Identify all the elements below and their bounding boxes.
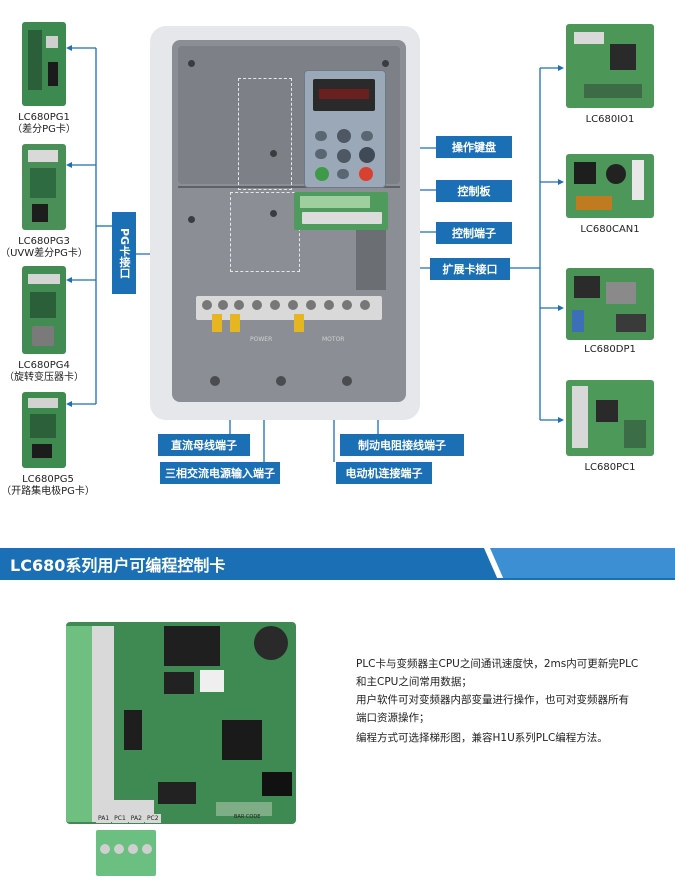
jumper-2 <box>230 314 240 332</box>
control-board-image <box>294 192 388 230</box>
expansion-port-tag: 扩展卡接口 <box>430 258 510 280</box>
pg4-card-image <box>22 266 66 354</box>
can1-card-image <box>566 154 654 218</box>
description-line-4: 端口资源操作； <box>356 712 430 724</box>
control-terminal-tag: 控制端子 <box>436 222 512 244</box>
section-banner <box>0 548 675 580</box>
motor-terminal-tag: 电动机连接端子 <box>336 462 432 484</box>
plc-terminal-labels: PA1 PC1 PA2 PC2 <box>96 814 161 823</box>
description-line-1: PLC卡与变频器主CPU之间通讯速度快，2ms内可更新完PLC <box>356 658 639 670</box>
plc-bottom-connector <box>96 830 156 876</box>
pg4-model: LC680PG4 <box>18 360 70 371</box>
description-line-2: 和主CPU之间常用数据； <box>356 676 472 688</box>
power-terminal-block <box>196 296 382 320</box>
pg3-model: LC680PG3 <box>18 236 70 247</box>
pg5-model: LC680PG5 <box>22 474 74 485</box>
operation-keypad <box>304 70 386 188</box>
three-phase-input-tag: 三相交流电源输入端子 <box>160 462 280 484</box>
description-line-3: 用户软件可对变频器内部变量进行操作，也可对变频器所有 <box>356 694 629 706</box>
io1-model: LC680IO1 <box>585 114 635 125</box>
pc1-card-image <box>566 380 654 456</box>
terminal-label-pa1: PA1 <box>96 814 112 823</box>
dp1-model: LC680DP1 <box>584 344 636 355</box>
pc1-model: LC680PC1 <box>584 462 636 473</box>
control-board-tag: 控制板 <box>436 180 512 202</box>
description-line-5: 编程方式可选择梯形图，兼容H1U系列PLC编程方法。 <box>356 732 608 744</box>
brake-resistor-tag: 制动电阻接线端子 <box>340 434 464 456</box>
dc-bus-tag: 直流母线端子 <box>158 434 250 456</box>
terminal-label-pc1: PC1 <box>112 814 128 823</box>
jumper-1 <box>212 314 222 332</box>
pg1-card-image <box>22 22 66 106</box>
section-title: LC680系列用户可编程控制卡 <box>10 556 226 575</box>
keyboard-tag: 操作键盘 <box>436 136 512 158</box>
pg4-desc: （旋转变压器卡） <box>4 372 84 383</box>
motor-label: MOTOR <box>322 336 345 343</box>
io1-card-image <box>566 24 654 108</box>
pg3-card-image <box>22 144 66 230</box>
plc-card-image <box>66 622 296 824</box>
pg3-desc: （UVW差分PG卡） <box>0 248 88 259</box>
pg-port-tag: PG卡接口 <box>112 212 136 294</box>
pg1-model: LC680PG1 <box>18 112 70 123</box>
jumper-3 <box>294 314 304 332</box>
pg1-desc: （差分PG卡） <box>12 124 76 135</box>
terminal-label-pa2: PA2 <box>128 814 144 823</box>
dp1-card-image <box>566 268 654 340</box>
can1-model: LC680CAN1 <box>580 224 640 235</box>
pg5-desc: （开路集电极PG卡） <box>1 486 95 497</box>
power-label: POWER <box>250 336 273 343</box>
pg5-card-image <box>22 392 66 468</box>
terminal-label-pc2: PC2 <box>144 814 161 823</box>
barcode-label: BAR CODE <box>234 814 261 820</box>
